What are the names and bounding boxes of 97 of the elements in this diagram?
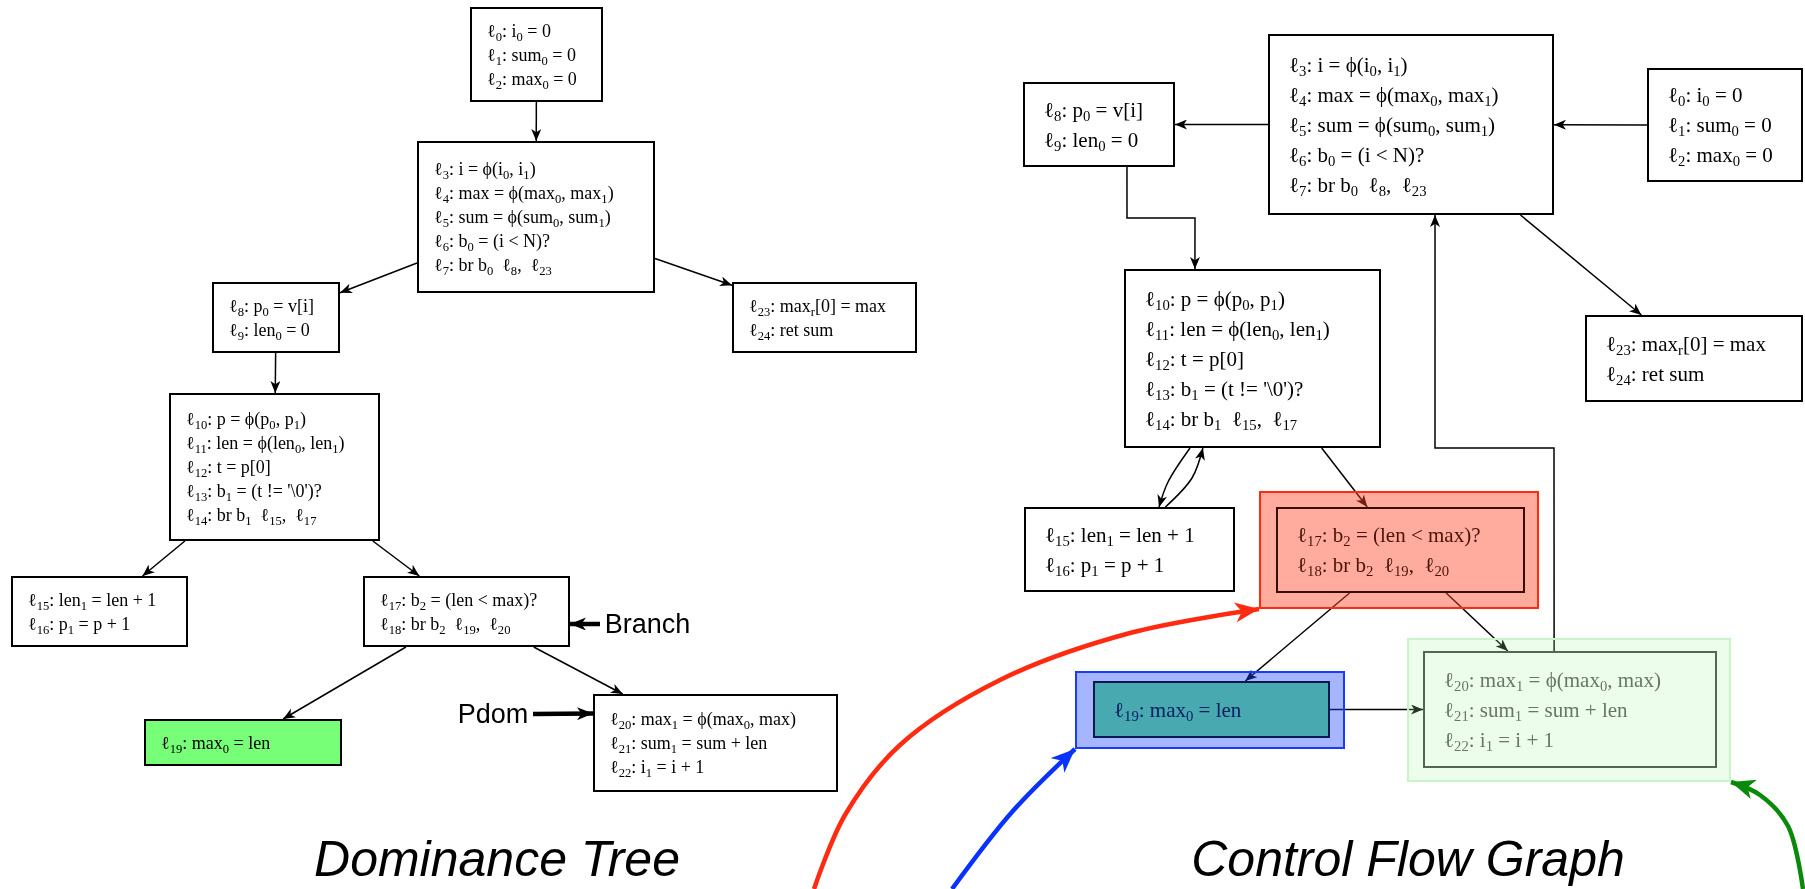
code-block (11, 576, 188, 647)
code-line: ℓ$_{9}$: len$_{0}$ = 0 (229, 318, 311, 342)
code-line: ℓ$_{14}$: br b$_{1}$ ℓ$_{15}$, ℓ$_{17}$ (1145, 405, 1299, 434)
arrow (372, 540, 421, 577)
code-block (1276, 507, 1525, 593)
code-line: ℓ$_{20}$: max$_{1}$ = ϕ(max$_{0}$, max) (610, 708, 797, 731)
code-block (470, 7, 603, 102)
code-block (593, 694, 838, 792)
arrow (282, 646, 407, 720)
code-line: ℓ$_{13}$: b$_{1}$ = (t != '\0')? (1145, 375, 1305, 404)
code-line: ℓ$_{19}$: max$_{0}$ = len (1114, 696, 1243, 725)
code-line: ℓ$_{23}$: max$_{r}$[0] = max (1606, 330, 1767, 359)
code-block (1647, 68, 1803, 182)
code-line: ℓ$_{21}$: sum$_{1}$ = sum + len (1444, 696, 1629, 725)
panel-heading: Control Flow Graph (1191, 832, 1625, 887)
code-block (1023, 82, 1175, 167)
code-line: ℓ$_{12}$: t = p[0] (186, 456, 272, 479)
code-line: ℓ$_{21}$: sum$_{1}$ = sum + len (610, 732, 769, 755)
code-block (1585, 315, 1803, 402)
code-line: ℓ$_{18}$: br b$_{2}$ ℓ$_{19}$, ℓ$_{20}$ (1297, 552, 1451, 580)
code-line: ℓ$_{7}$: br b$_{0}$ ℓ$_{8}$, ℓ$_{23}$ (1289, 171, 1428, 200)
code-line: ℓ$_{10}$: p = ϕ(p$_{0}$, p$_{1}$) (1145, 285, 1286, 314)
code-line: ℓ$_{12}$: t = p[0] (1145, 345, 1245, 374)
code-block (1093, 681, 1330, 738)
highlight-box (1407, 638, 1731, 782)
arrow (1329, 704, 1424, 715)
code-block (1268, 34, 1554, 215)
arrow (654, 257, 733, 287)
code-line: ℓ$_{15}$: len$_{1}$ = len + 1 (1045, 521, 1196, 550)
code-line: ℓ$_{4}$: max = ϕ(max$_{0}$, max$_{1}$) (1289, 81, 1500, 110)
code-line: ℓ$_{6}$: b$_{0}$ = (i < N)? (1289, 141, 1426, 170)
code-line: ℓ$_{7}$: br b$_{0}$ ℓ$_{8}$, ℓ$_{23}$ (434, 254, 553, 277)
code-line: ℓ$_{11}$: len = ϕ(len$_{0}$, len$_{1}$) (1145, 315, 1331, 344)
code-line: ℓ$_{2}$: max$_{0}$ = 0 (1668, 142, 1774, 170)
code-line: ℓ$_{11}$: len = ϕ(len$_{0}$, len$_{1}$) (186, 432, 346, 455)
arrow (1126, 166, 1200, 270)
code-line: ℓ$_{0}$: i$_{0}$ = 0 (1668, 82, 1744, 110)
code-line: ℓ$_{3}$: i = ϕ(i$_{0}$, i$_{1}$) (434, 158, 537, 181)
arrow (1157, 447, 1191, 508)
arrow (1553, 119, 1648, 130)
code-line: ℓ$_{23}$: max$_{r}$[0] = max (749, 294, 888, 318)
code-line: ℓ$_{8}$: p$_{0}$ = v[i] (1044, 96, 1144, 125)
arrow (1519, 214, 1643, 316)
arrow (1174, 119, 1269, 130)
arrow (1320, 447, 1368, 508)
code-line: ℓ$_{14}$: br b$_{1}$ ℓ$_{15}$, ℓ$_{17}$ (186, 504, 318, 527)
arrow (533, 707, 593, 721)
code-line: ℓ$_{1}$: sum$_{0}$ = 0 (1668, 112, 1773, 140)
code-line: ℓ$_{22}$: i$_{1}$ = i + 1 (610, 756, 706, 779)
code-block (732, 282, 917, 353)
code-block (1124, 269, 1381, 448)
arrow (141, 540, 186, 577)
code-line: ℓ$_{18}$: br b$_{2}$ ℓ$_{19}$, ℓ$_{20}$ (380, 612, 512, 636)
code-line: ℓ$_{17}$: b$_{2}$ = (len < max)? (1297, 522, 1482, 550)
arrow (270, 352, 281, 394)
code-line: ℓ$_{0}$: i$_{0}$ = 0 (487, 19, 552, 43)
arrow (531, 101, 542, 142)
highlight-box (1259, 491, 1539, 609)
code-line: ℓ$_{8}$: p$_{0}$ = v[i] (229, 294, 315, 318)
code-block (169, 393, 380, 541)
code-line: ℓ$_{20}$: max$_{1}$ = ϕ(max$_{0}$, max) (1444, 666, 1662, 695)
code-line: ℓ$_{22}$: i$_{1}$ = i + 1 (1444, 726, 1556, 755)
code-line: ℓ$_{16}$: p$_{1}$ = p + 1 (28, 612, 132, 636)
code-block (144, 719, 342, 766)
code-block (212, 282, 340, 353)
arrow (570, 617, 600, 631)
code-line: ℓ$_{19}$: max$_{0}$ = len (161, 731, 272, 755)
panel-heading: Dominance Tree (314, 832, 680, 887)
code-line: ℓ$_{6}$: b$_{0}$ = (i < N)? (434, 230, 551, 253)
code-line: ℓ$_{1}$: sum$_{0}$ = 0 (487, 43, 577, 67)
code-line: ℓ$_{9}$: len$_{0}$ = 0 (1044, 126, 1140, 155)
arrow (1430, 214, 1555, 652)
arrow (339, 262, 418, 294)
code-line: ℓ$_{5}$: sum = ϕ(sum$_{0}$, sum$_{1}$) (1289, 111, 1497, 140)
arrow (1730, 779, 1805, 889)
code-line: ℓ$_{3}$: i = ϕ(i$_{0}$, i$_{1}$) (1289, 51, 1409, 80)
code-line: ℓ$_{10}$: p = ϕ(p$_{0}$, p$_{1}$) (186, 408, 307, 431)
code-line: ℓ$_{15}$: len$_{1}$ = len + 1 (28, 588, 158, 612)
code-block (417, 141, 655, 293)
highlight-box (1075, 671, 1345, 749)
code-line: ℓ$_{2}$: max$_{0}$ = 0 (487, 67, 578, 91)
annotation-text: Pdom (457, 698, 529, 731)
code-line: ℓ$_{16}$: p$_{1}$ = p + 1 (1045, 551, 1166, 580)
arrow (811, 602, 1260, 889)
arrow (532, 646, 624, 695)
code-block (1423, 651, 1717, 768)
code-line: ℓ$_{5}$: sum = ϕ(sum$_{0}$, sum$_{1}$) (434, 206, 612, 229)
annotation-text: Branch (604, 608, 691, 641)
code-line: ℓ$_{24}$: ret sum (1606, 360, 1706, 389)
code-line: ℓ$_{24}$: ret sum (749, 318, 835, 342)
code-line: ℓ$_{4}$: max = ϕ(max$_{0}$, max$_{1}$) (434, 182, 615, 205)
arrow (950, 747, 1077, 889)
code-block (1024, 507, 1235, 592)
code-line: ℓ$_{17}$: b$_{2}$ = (len < max)? (380, 588, 539, 612)
code-line: ℓ$_{13}$: b$_{1}$ = (t != '\0')? (186, 480, 323, 503)
arrow (1164, 447, 1205, 508)
code-block (363, 576, 570, 647)
